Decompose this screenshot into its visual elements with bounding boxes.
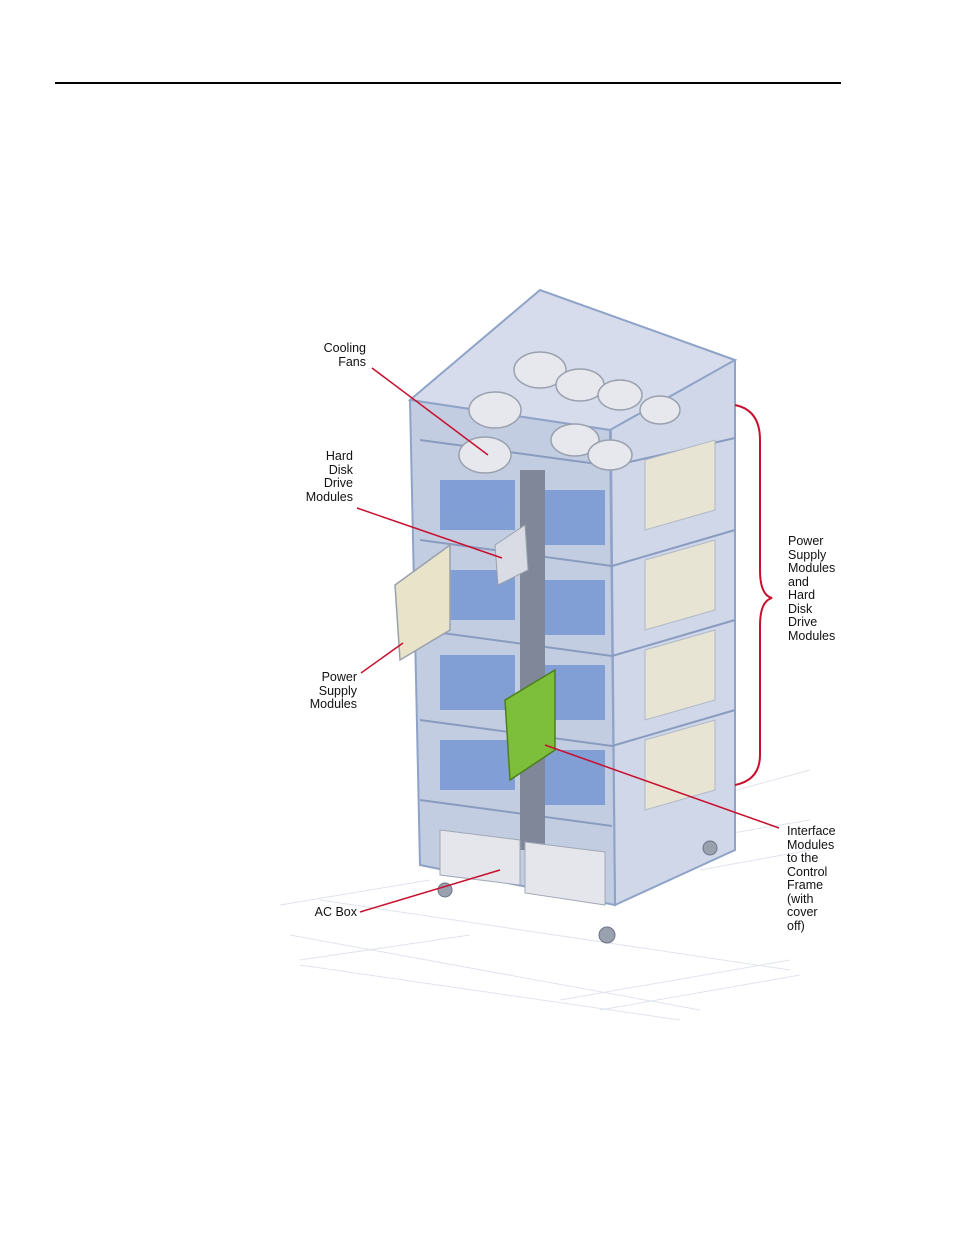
label-power-supply-modules: Power Supply Modules [290,671,357,712]
label-cooling-fans: Cooling Fans [300,342,366,369]
label-interface-modules: Interface Modules to the Control Frame (… [787,825,847,933]
label-power-supply-and-hdd-modules: Power Supply Modules and Hard Disk Drive… [788,535,848,643]
label-hard-disk-drive-modules: Hard Disk Drive Modules [285,450,353,504]
label-ac-box: AC Box [290,906,357,920]
bracket [735,405,772,785]
